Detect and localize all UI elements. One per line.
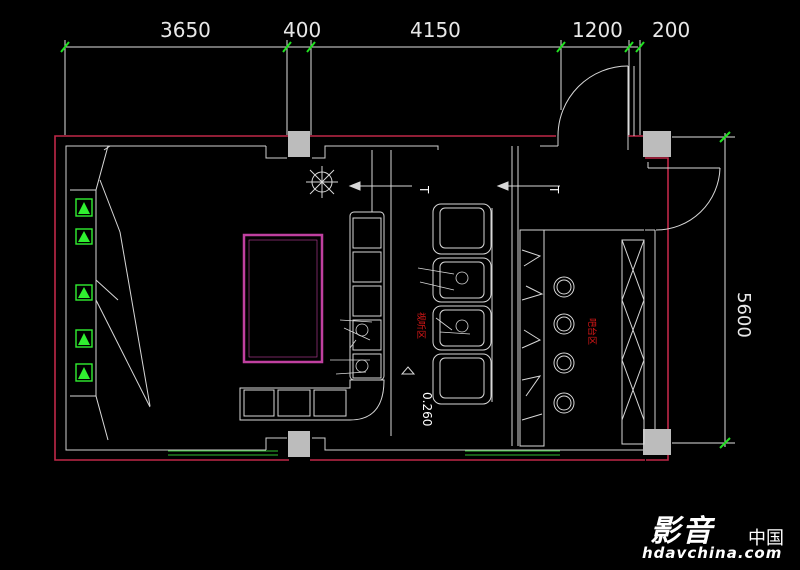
zone-label-bar: 吧台区 [586, 318, 598, 345]
l-sofa [239, 211, 385, 421]
logo-text-2: 中国 [748, 528, 784, 549]
top-dimension-ticks [60, 41, 645, 53]
screen-wall [70, 145, 151, 441]
column [643, 429, 671, 455]
dim-top-2: 400 [283, 18, 321, 42]
level-mark: 0.260 [420, 392, 434, 426]
dim-top-3: 4150 [410, 18, 461, 42]
bar-counter [517, 146, 645, 447]
dim-right: 5600 [733, 292, 754, 338]
column [288, 131, 310, 157]
plant-icon [306, 166, 338, 198]
logo-text-1: 影音 [650, 514, 714, 549]
right-dimension-ticks [719, 131, 731, 449]
column [643, 131, 671, 157]
recliner-row [432, 203, 493, 405]
column [288, 431, 310, 457]
screen-inner [248, 239, 318, 358]
screen [242, 233, 324, 364]
watermark-logo: 影音 中国 hdavchina.com [640, 506, 790, 562]
zone-label-av: 视听区 [415, 312, 427, 339]
inner-wall [65, 136, 656, 451]
top-dimension-line [64, 40, 641, 135]
logo-url: hdavchina.com [642, 544, 783, 562]
elevation-marker [348, 181, 560, 191]
person-figure [417, 267, 471, 335]
bar-stool [553, 276, 575, 414]
right-dimension-line [672, 133, 735, 447]
elevation-label-b: T [547, 185, 561, 194]
speaker-icon [78, 202, 90, 379]
person-figure [330, 319, 373, 375]
outer-wall [54, 135, 669, 461]
speaker-array [75, 198, 93, 382]
window [168, 450, 560, 456]
dim-top-5: 200 [652, 18, 690, 42]
elevation-label-a: T [417, 185, 431, 194]
dim-top-4: 1200 [572, 18, 623, 42]
entry-door [557, 65, 635, 137]
side-door [647, 162, 721, 231]
dim-top-1: 3650 [160, 18, 211, 42]
riser-step [371, 146, 513, 446]
